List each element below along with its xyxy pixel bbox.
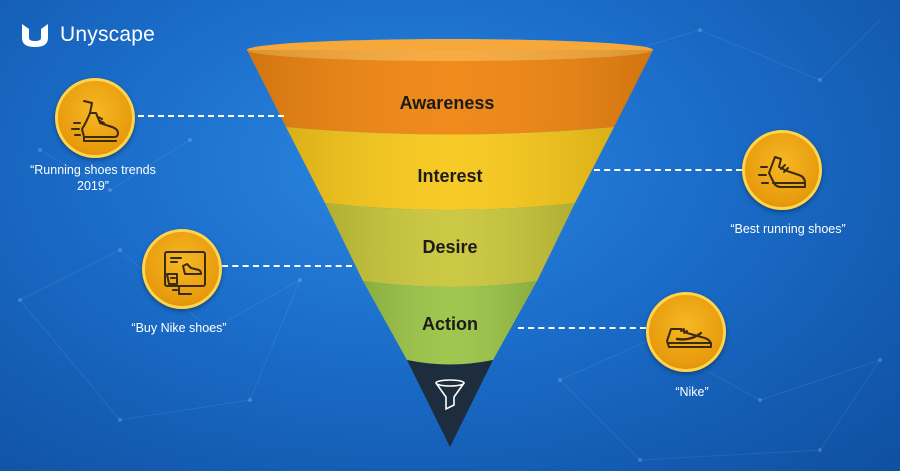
stage-label-awareness: Awareness	[400, 93, 495, 113]
running-shoe-icon	[758, 156, 806, 188]
badge-action	[646, 292, 726, 372]
caption-awareness: “Running shoes trends 2019”	[30, 163, 156, 193]
connector-awareness	[138, 115, 284, 117]
unyscape-logo-icon	[22, 24, 48, 47]
nike-shoe-icon	[666, 328, 712, 348]
connector-desire	[222, 265, 352, 267]
funnel-tip	[407, 360, 493, 447]
connector-action	[518, 327, 646, 329]
brand: Unyscape	[18, 20, 155, 50]
running-foot-icon	[71, 100, 119, 142]
stage-label-desire: Desire	[422, 237, 477, 257]
caption-interest: “Best running shoes”	[730, 222, 846, 236]
caption-desire: “Buy Nike shoes”	[131, 321, 227, 335]
badge-awareness	[55, 78, 135, 158]
connector-interest	[594, 169, 742, 171]
brand-name: Unyscape	[60, 23, 155, 46]
badge-interest	[742, 130, 822, 210]
funnel-stage-awareness: Awareness	[247, 39, 653, 135]
funnel-icon	[435, 379, 465, 411]
funnel-stage-interest: Interest	[286, 127, 614, 210]
stage-label-interest: Interest	[417, 166, 482, 186]
caption-action: “Nike”	[675, 385, 709, 399]
funnel-stage-action: Action	[363, 281, 537, 365]
badge-desire	[142, 229, 222, 309]
funnel-stage-desire: Desire	[325, 203, 575, 287]
shoe-display-icon	[164, 251, 206, 295]
stage-label-action: Action	[422, 314, 478, 334]
